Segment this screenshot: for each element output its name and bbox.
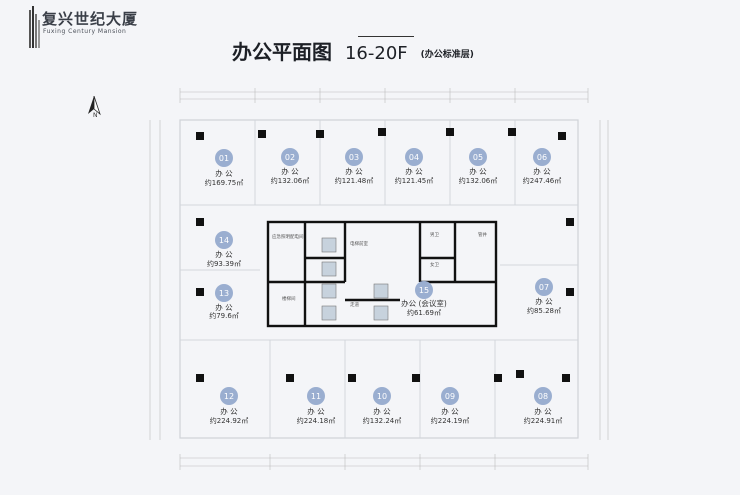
- core-label-toilet-f: 女卫: [430, 261, 439, 268]
- svg-text:09: 09: [445, 392, 455, 401]
- brand-logo: 复兴世纪大厦 Fuxing Century Mansion: [28, 6, 137, 48]
- svg-text:约93.39㎡: 约93.39㎡: [207, 259, 241, 268]
- brand-name-en: Fuxing Century Mansion: [43, 28, 127, 35]
- svg-text:01: 01: [219, 154, 229, 163]
- svg-text:办 公: 办 公: [307, 406, 325, 416]
- svg-text:约132.06㎡: 约132.06㎡: [459, 176, 498, 185]
- svg-text:办 公: 办 公: [469, 166, 487, 176]
- svg-text:约132.06㎡: 约132.06㎡: [271, 176, 310, 185]
- svg-text:办 公: 办 公: [345, 166, 363, 176]
- svg-text:约169.75㎡: 约169.75㎡: [205, 178, 244, 187]
- dimension-lines: [149, 88, 609, 470]
- svg-text:办 公: 办 公: [405, 166, 423, 176]
- svg-text:办 公: 办 公: [215, 249, 233, 259]
- title-sub: (办公标准层): [420, 50, 474, 60]
- svg-text:办 公: 办 公: [535, 296, 553, 306]
- compass-label: N: [93, 112, 98, 119]
- svg-text:03: 03: [349, 153, 359, 162]
- brand-name-cn: 复兴世纪大厦: [42, 10, 139, 28]
- svg-text:约79.6㎡: 约79.6㎡: [209, 311, 239, 320]
- svg-text:13: 13: [219, 289, 229, 298]
- unit-13[interactable]: 13 办 公 约79.6㎡: [209, 284, 239, 320]
- svg-text:约247.46㎡: 约247.46㎡: [523, 176, 562, 185]
- svg-text:约121.48㎡: 约121.48㎡: [335, 176, 374, 185]
- svg-text:办 公: 办 公: [215, 302, 233, 312]
- unit-01[interactable]: 01 办 公 约169.75㎡: [205, 149, 244, 187]
- unit-08[interactable]: 08 办 公 约224.91㎡: [524, 387, 563, 425]
- svg-text:约61.69㎡: 约61.69㎡: [407, 308, 441, 317]
- core-label-hall: 电梯前室: [350, 240, 368, 247]
- logo-bars-icon: [29, 6, 40, 48]
- unit-12[interactable]: 12 办 公 约224.92㎡: [210, 387, 249, 425]
- svg-text:04: 04: [409, 153, 419, 162]
- svg-text:06: 06: [537, 153, 547, 162]
- svg-text:办 公: 办 公: [220, 406, 238, 416]
- unit-02[interactable]: 02 办 公 约132.06㎡: [271, 148, 310, 185]
- svg-text:10: 10: [377, 392, 387, 401]
- unit-06[interactable]: 06 办 公 约247.46㎡: [523, 148, 562, 185]
- svg-text:11: 11: [311, 392, 321, 401]
- svg-text:08: 08: [538, 392, 548, 401]
- svg-text:约224.92㎡: 约224.92㎡: [210, 416, 249, 425]
- unit-10[interactable]: 10 办 公 约132.24㎡: [363, 387, 402, 425]
- core-label-toilet-m: 男卫: [430, 232, 439, 238]
- unit-04[interactable]: 04 办 公 约121.45㎡: [395, 148, 434, 185]
- svg-text:办 公: 办 公: [215, 168, 233, 178]
- unit-11[interactable]: 11 办 公 约224.18㎡: [297, 387, 336, 425]
- svg-text:办 公: 办 公: [533, 166, 551, 176]
- unit-05[interactable]: 05 办 公 约132.06㎡: [459, 148, 498, 185]
- core-label-well: 管井: [478, 231, 487, 238]
- svg-text:约132.24㎡: 约132.24㎡: [363, 416, 402, 425]
- svg-text:02: 02: [285, 153, 295, 162]
- unit-09[interactable]: 09 办 公 约224.19㎡: [431, 387, 470, 425]
- svg-text:办 公: 办 公: [441, 406, 459, 416]
- svg-text:办 公: 办 公: [534, 406, 552, 416]
- title-floors: 16-20F: [344, 43, 408, 64]
- svg-text:07: 07: [539, 283, 549, 292]
- core-label-stair: 楼梯间: [282, 295, 296, 302]
- svg-text:约121.45㎡: 约121.45㎡: [395, 176, 434, 185]
- core-label-corridor: 走道: [350, 301, 359, 308]
- unit-14[interactable]: 14 办 公 约93.39㎡: [207, 231, 241, 268]
- svg-text:约85.28㎡: 约85.28㎡: [527, 306, 561, 315]
- floor-slab: [179, 119, 579, 439]
- svg-text:办 公: 办 公: [281, 166, 299, 176]
- core-label-aux: 应急照明配电间: [272, 233, 304, 240]
- svg-text:15: 15: [419, 286, 429, 295]
- svg-text:约224.91㎡: 约224.91㎡: [524, 416, 563, 425]
- structural-columns: [196, 128, 574, 382]
- core-walls: [266, 220, 498, 328]
- unit-03[interactable]: 03 办 公 约121.48㎡: [335, 148, 374, 185]
- elevators: [321, 237, 389, 321]
- north-arrow-icon: [88, 96, 101, 116]
- svg-text:办公 (会议室): 办公 (会议室): [401, 298, 447, 308]
- page-title: 办公平面图 16-20F (办公标准层): [232, 36, 474, 65]
- title-rule: [358, 36, 414, 37]
- svg-text:办 公: 办 公: [373, 406, 391, 416]
- svg-text:14: 14: [219, 236, 229, 245]
- svg-text:12: 12: [224, 392, 234, 401]
- partition-lines: [180, 120, 578, 438]
- title-main: 办公平面图: [232, 40, 332, 64]
- unit-07[interactable]: 07 办 公 约85.28㎡: [527, 278, 561, 315]
- svg-text:05: 05: [473, 153, 483, 162]
- svg-text:约224.19㎡: 约224.19㎡: [431, 416, 470, 425]
- unit-15[interactable]: 15 办公 (会议室) 约61.69㎡: [401, 281, 447, 317]
- svg-text:约224.18㎡: 约224.18㎡: [297, 416, 336, 425]
